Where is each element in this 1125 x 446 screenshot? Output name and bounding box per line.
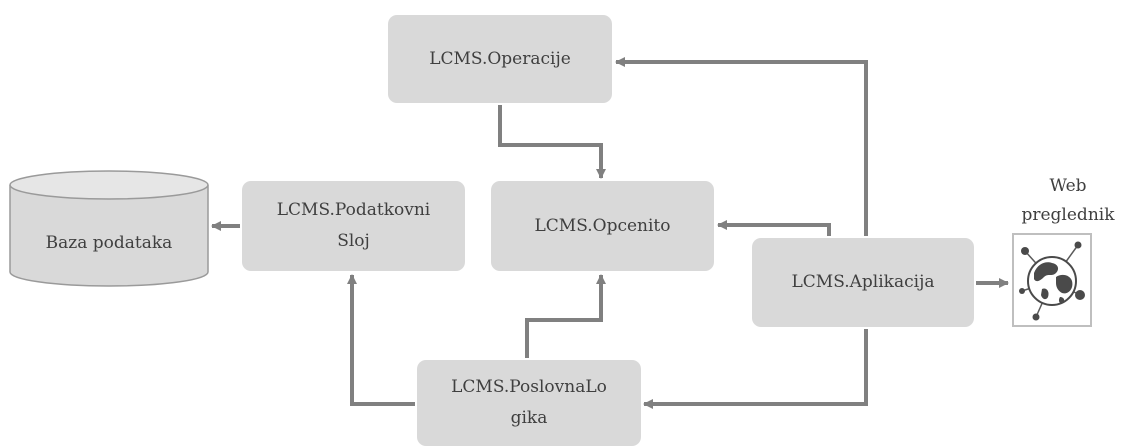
database-label: Baza podataka	[45, 233, 173, 253]
node-label-line2: Sloj	[337, 231, 370, 251]
node-label: LCMS.Opcenito	[534, 215, 671, 236]
node-label: LCMS.Aplikacija	[791, 272, 935, 292]
arrow-operacije-to-opcenito	[498, 105, 606, 179]
arrow-poslovna-to-opcenito	[525, 274, 606, 358]
web-browser-label: Web preglednik	[1008, 172, 1125, 230]
node-lcms-operacije: LCMS.Operacije	[388, 15, 612, 103]
web-label-line2: preglednik	[1021, 205, 1115, 225]
node-lcms-poslovna-logika: LCMS.PoslovnaLo gika	[417, 360, 641, 446]
arrow-aplikacija-to-opcenito	[717, 220, 831, 236]
node-label: LCMS.Operacije	[429, 48, 571, 69]
node-lcms-opcenito: LCMS.Opcenito	[491, 181, 714, 271]
node-label-line2: gika	[510, 408, 548, 428]
node-lcms-podatkovni-sloj: LCMS.Podatkovni Sloj	[242, 181, 465, 271]
web-label-line1: Web	[1049, 176, 1087, 196]
globe-network-icon	[1012, 233, 1092, 327]
arrow-aplikacija-to-poslovna	[643, 329, 868, 409]
node-label-line1: LCMS.PoslovnaLo	[451, 377, 607, 397]
arrow-aplikacija-to-operacije	[615, 57, 868, 236]
node-lcms-aplikacija: LCMS.Aplikacija	[752, 238, 974, 327]
arrow-poslovna-to-podatkovni	[347, 274, 415, 406]
node-label-line1: LCMS.Podatkovni	[276, 200, 431, 220]
database-cylinder	[9, 170, 209, 287]
